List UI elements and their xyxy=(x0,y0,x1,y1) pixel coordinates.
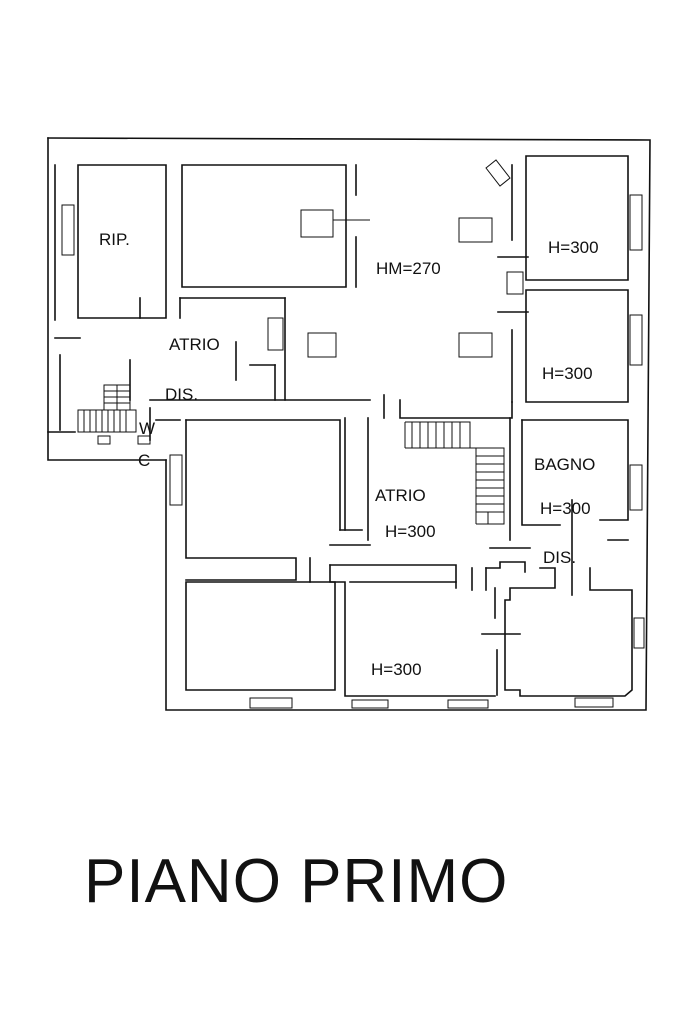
page-title: PIANO PRIMO xyxy=(84,847,509,916)
label-w: W xyxy=(139,419,155,438)
label-h-top-right: H=300 xyxy=(548,238,599,257)
room-bottom-right xyxy=(481,499,645,708)
label-rip: RIP. xyxy=(99,230,130,249)
label-h-bottom-center: H=300 xyxy=(371,660,422,679)
room-labels: RIP. ATRIO DIS. W C HM=270 H=300 H=300 B… xyxy=(99,230,599,679)
room-bottom-center xyxy=(329,564,496,709)
room-bagno xyxy=(521,419,643,526)
room-lower-left-upper xyxy=(169,419,341,581)
label-h-bagno: H=300 xyxy=(540,499,591,518)
label-c: C xyxy=(138,451,150,470)
label-bagno: BAGNO xyxy=(534,455,595,474)
outer-walls xyxy=(47,137,651,711)
label-h-atrio-center: H=300 xyxy=(385,522,436,541)
room-lower-left xyxy=(185,581,336,709)
room-middle-right xyxy=(497,289,643,403)
label-dis-left: DIS. xyxy=(165,385,198,404)
label-atrio-left: ATRIO xyxy=(169,335,220,354)
central-atrio xyxy=(309,394,531,583)
room-top-middle xyxy=(181,164,357,288)
label-atrio-center: ATRIO xyxy=(375,486,426,505)
left-staircase xyxy=(77,384,137,433)
room-rip xyxy=(61,164,167,319)
label-hm-center: HM=270 xyxy=(376,259,441,278)
central-staircase xyxy=(404,421,505,525)
label-h-mid-right: H=300 xyxy=(542,364,593,383)
room-top-right xyxy=(485,155,643,295)
left-atrio xyxy=(47,297,286,445)
label-dis-right: DIS. xyxy=(543,548,576,567)
